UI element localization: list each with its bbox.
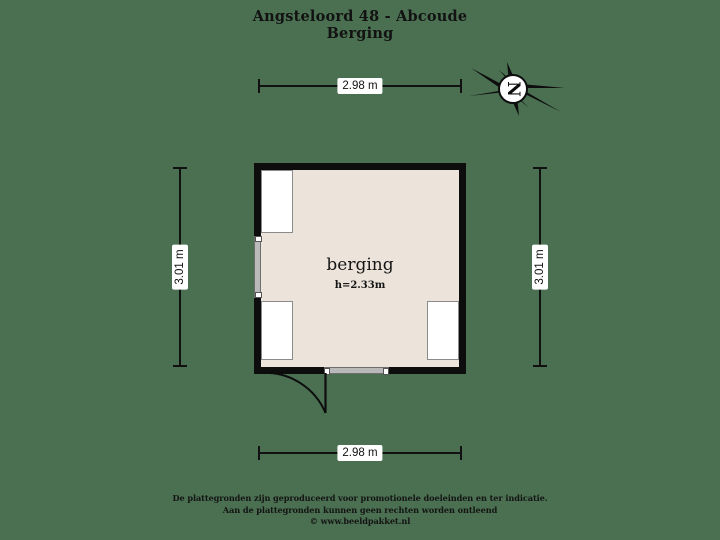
dimension-cap-top <box>173 167 187 169</box>
room-name: berging <box>326 255 394 275</box>
window-jamb-top <box>255 236 262 242</box>
dimension-cap-bottom <box>173 365 187 367</box>
dimension-cap-right <box>460 79 462 93</box>
fixture-bottom-left <box>261 301 293 360</box>
page-title: Angsteloord 48 - Abcoude Berging <box>0 8 720 42</box>
floor-plan: berging h=2.33m <box>254 163 466 375</box>
dimension-cap-left <box>258 79 260 93</box>
dimension-right: 3.01 m <box>532 167 548 367</box>
dimension-cap-bottom <box>533 365 547 367</box>
dimension-cap-right <box>460 446 462 460</box>
compass-dial <box>498 74 528 104</box>
compass-rose: N <box>461 56 569 122</box>
dimension-left-label: 3.01 m <box>172 244 188 290</box>
footer-disclaimer: De plattegronden zijn geproduceerd voor … <box>0 493 720 528</box>
room-label: berging h=2.33m <box>254 255 466 293</box>
dimension-cap-top <box>533 167 547 169</box>
dimension-right-label: 3.01 m <box>532 244 548 290</box>
footer-line-1: De plattegronden zijn geproduceerd voor … <box>172 493 548 503</box>
compass-north-label: N <box>503 81 523 97</box>
door-swing-arc <box>254 367 334 437</box>
fixture-bottom-right <box>427 301 459 360</box>
room-height: h=2.33m <box>334 280 386 291</box>
dimension-bottom: 2.98 m <box>258 445 462 461</box>
footer-line-3: © www.beeldpakket.nl <box>309 516 411 527</box>
window-jamb-bottom <box>255 292 262 298</box>
door-jamb-right <box>383 368 389 375</box>
title-address: Angsteloord 48 - Abcoude <box>252 8 468 25</box>
dimension-top: 2.98 m <box>258 78 462 94</box>
room-floor <box>261 170 459 367</box>
dimension-top-label: 2.98 m <box>337 78 383 94</box>
fixture-top-left <box>261 170 293 233</box>
dimension-bottom-label: 2.98 m <box>337 445 383 461</box>
title-subtitle: Berging <box>326 25 394 42</box>
dimension-cap-left <box>258 446 260 460</box>
window-left-wall <box>254 236 262 298</box>
footer-line-2: Aan de plattegronden kunnen geen rechten… <box>222 504 498 515</box>
dimension-left: 3.01 m <box>172 167 188 367</box>
door-jamb-left <box>324 368 330 375</box>
door-opening-bottom-wall <box>324 367 389 375</box>
